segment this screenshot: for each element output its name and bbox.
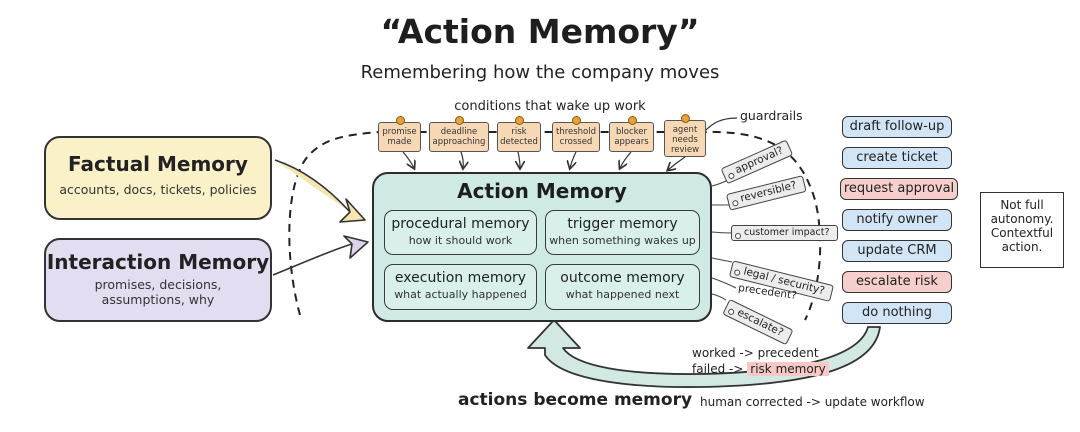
factual-memory-title: Factual Memory bbox=[68, 152, 248, 176]
action-escalate-risk: escalate risk bbox=[842, 271, 952, 293]
trigger-memory-cell: trigger memory when something wakes up bbox=[545, 210, 700, 255]
guardrails-pointer bbox=[705, 117, 738, 131]
pin-icon bbox=[681, 114, 690, 123]
action-do-nothing: do nothing bbox=[842, 302, 952, 324]
execution-memory-subtitle: what actually happened bbox=[394, 288, 527, 301]
outcome-memory-cell: outcome memory what happened next bbox=[545, 264, 700, 310]
condition-line: approaching bbox=[432, 137, 486, 147]
condition-card: threshold crossed bbox=[552, 122, 600, 152]
interaction-input-arrow bbox=[272, 235, 369, 276]
condition-card: risk detected bbox=[497, 122, 541, 152]
condition-card: agent needs review bbox=[664, 120, 706, 157]
loop-label: actions become memory bbox=[458, 390, 693, 410]
note-line: action. bbox=[1001, 240, 1043, 254]
check-tag: customer impact? bbox=[731, 225, 838, 241]
condition-line: blocker bbox=[616, 127, 647, 137]
factual-input-arrow bbox=[274, 159, 366, 223]
execution-memory-title: execution memory bbox=[394, 270, 527, 286]
pin-icon bbox=[515, 116, 524, 125]
outcome-memory-subtitle: what happened next bbox=[565, 288, 680, 301]
action-request-approval: request approval bbox=[840, 178, 958, 200]
condition-card: deadline approaching bbox=[429, 122, 489, 152]
guardrails-label: guardrails bbox=[740, 108, 803, 123]
condition-line: made bbox=[387, 137, 412, 147]
feedback-failed: failed -> risk memory bbox=[692, 362, 829, 376]
conditions-heading: conditions that wake up work bbox=[454, 99, 646, 114]
interaction-memory-subtitle-1: promises, decisions, bbox=[94, 277, 222, 292]
procedural-memory-title: procedural memory bbox=[391, 216, 530, 232]
note-line: Not full bbox=[1000, 198, 1044, 212]
action-create-ticket: create ticket bbox=[842, 147, 952, 169]
factual-memory-subtitle: accounts, docs, tickets, policies bbox=[59, 182, 257, 197]
condition-card: promise made bbox=[378, 122, 421, 152]
action-notify-owner: notify owner bbox=[842, 209, 952, 231]
autonomy-note: Not full autonomy. Contextful action. bbox=[980, 192, 1064, 268]
action-memory-title: Action Memory bbox=[457, 179, 627, 203]
condition-line: appears bbox=[614, 137, 649, 147]
note-line: autonomy. bbox=[990, 212, 1054, 226]
procedural-memory-cell: procedural memory how it should work bbox=[384, 210, 537, 255]
trigger-memory-subtitle: when something wakes up bbox=[549, 234, 696, 247]
condition-line: promise bbox=[382, 127, 417, 137]
page-subtitle: Remembering how the company moves bbox=[360, 62, 720, 83]
pin-icon bbox=[396, 116, 405, 125]
condition-line: crossed bbox=[559, 137, 593, 147]
trigger-memory-title: trigger memory bbox=[567, 216, 678, 232]
pin-icon bbox=[572, 116, 581, 125]
condition-card: blocker appears bbox=[609, 122, 654, 152]
condition-line: review bbox=[670, 145, 700, 155]
condition-line: agent bbox=[672, 125, 698, 135]
procedural-memory-subtitle: how it should work bbox=[408, 234, 513, 247]
feedback-failed-prefix: failed -> bbox=[692, 362, 744, 376]
page-title: “Action Memory” bbox=[380, 12, 700, 51]
interaction-memory-subtitle-2: assumptions, why bbox=[101, 292, 215, 307]
action-draft-follow-up: draft follow-up bbox=[842, 116, 952, 138]
feedback-failed-target: risk memory bbox=[747, 362, 829, 376]
condition-line: needs bbox=[672, 135, 698, 145]
condition-line: detected bbox=[500, 137, 538, 147]
execution-memory-cell: execution memory what actually happened bbox=[384, 264, 537, 310]
condition-line: risk bbox=[511, 127, 527, 137]
pin-icon bbox=[455, 116, 464, 125]
pin-icon bbox=[628, 116, 637, 125]
interaction-memory-title: Interaction Memory bbox=[46, 250, 270, 274]
condition-line: deadline bbox=[440, 127, 478, 137]
factual-memory-card: Factual Memory accounts, docs, tickets, … bbox=[44, 136, 272, 220]
action-update-crm: update CRM bbox=[842, 240, 952, 262]
note-line: Contextful bbox=[990, 226, 1054, 240]
feedback-corrected: human corrected -> update workflow bbox=[700, 395, 925, 409]
condition-line: threshold bbox=[555, 127, 597, 137]
condition-arrows bbox=[402, 151, 686, 170]
feedback-worked: worked -> precedent bbox=[692, 346, 819, 360]
interaction-memory-card: Interaction Memory promises, decisions, … bbox=[44, 238, 272, 322]
check-label: customer impact? bbox=[744, 227, 830, 238]
outcome-memory-title: outcome memory bbox=[560, 270, 685, 286]
